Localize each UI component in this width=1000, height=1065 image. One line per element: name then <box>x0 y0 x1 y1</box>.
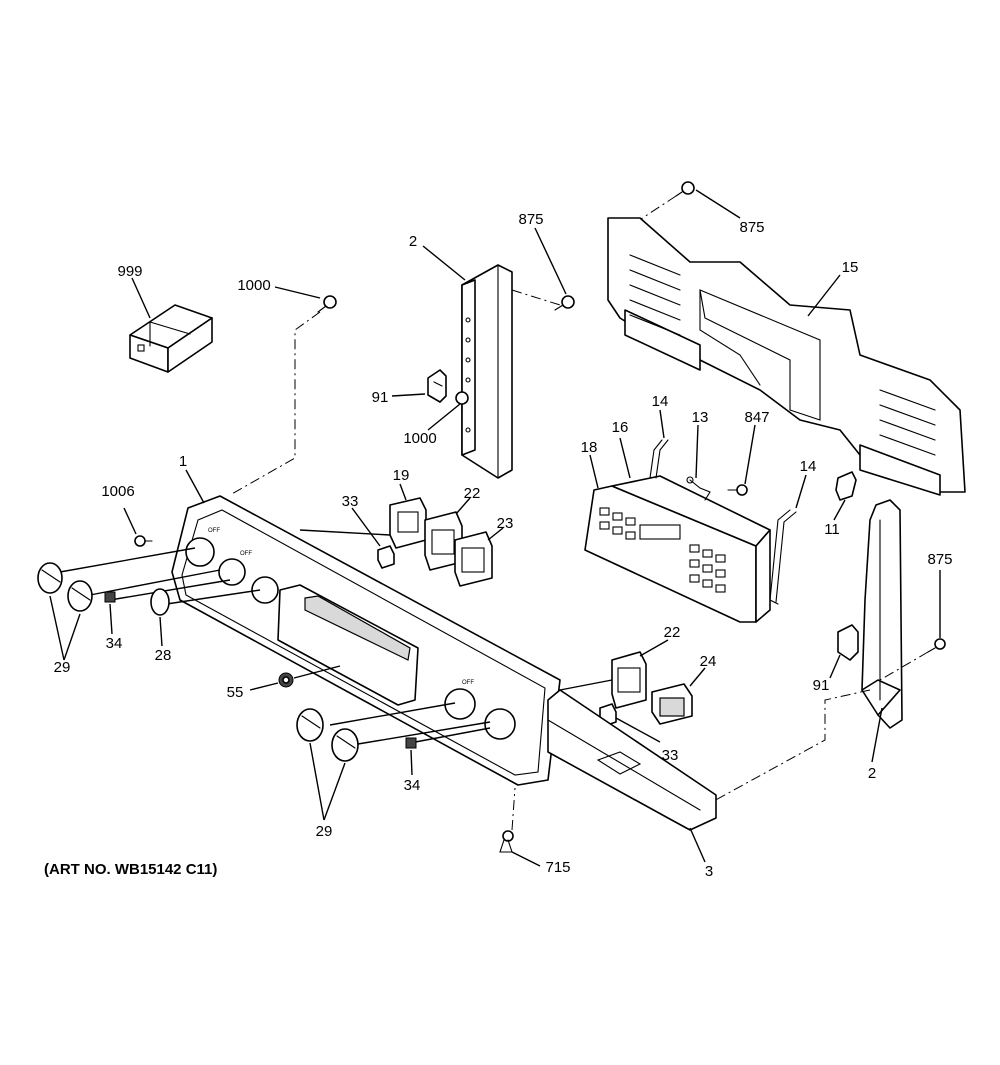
part-34-spacer-a <box>104 591 116 603</box>
callout-29-upper: 29 <box>54 659 71 676</box>
callout-91-lower: 91 <box>813 677 830 694</box>
part-29-knob-b <box>67 580 93 612</box>
callout-33-lower: 33 <box>662 747 679 764</box>
part-22-switch-lower <box>611 651 647 709</box>
callout-24: 24 <box>700 653 717 670</box>
callout-875-c: 875 <box>927 551 952 568</box>
callout-34-lower: 34 <box>404 777 421 794</box>
callout-23: 23 <box>497 515 514 532</box>
part-34-spacer-b <box>405 737 417 749</box>
callout-55: 55 <box>227 684 244 701</box>
callout-1: 1 <box>179 453 187 470</box>
part-18-control-board <box>584 475 771 623</box>
part-875-screw-b <box>675 181 695 197</box>
callout-14-a: 14 <box>652 393 669 410</box>
callout-1006: 1006 <box>101 483 134 500</box>
part-91-bracket-upper <box>427 369 447 403</box>
part-875-screw-c <box>927 638 946 653</box>
callout-19: 19 <box>393 467 410 484</box>
part-28-knob <box>150 588 170 616</box>
part-1-control-panel: OFF OFF OFF <box>171 495 561 786</box>
part-2-side-bracket-lower <box>861 499 903 729</box>
callout-33-upper: 33 <box>342 493 359 510</box>
part-55-grommet <box>278 672 294 688</box>
part-29-knob-a <box>37 562 63 594</box>
callout-1000-top: 1000 <box>237 277 270 294</box>
part-2-side-bracket-upper <box>461 264 513 479</box>
callout-15: 15 <box>842 259 859 276</box>
part-847-screw <box>727 484 748 496</box>
part-23-switch <box>454 531 493 587</box>
callout-29-lower: 29 <box>316 823 333 840</box>
part-33-switch-upper <box>377 545 395 569</box>
part-1006-screw <box>134 535 153 547</box>
part-13-wire <box>686 476 711 501</box>
callout-2-upper: 2 <box>409 233 417 250</box>
callout-2-lower: 2 <box>868 765 876 782</box>
callout-1000-lower: 1000 <box>403 430 436 447</box>
part-29-knob-c <box>296 708 324 742</box>
callout-91-upper: 91 <box>372 389 389 406</box>
art-number-caption: (ART NO. WB15142 C11) <box>44 861 217 878</box>
part-29-knob-d <box>331 728 359 762</box>
part-1000-screw-top <box>317 295 337 313</box>
part-1000-screw-lower <box>455 391 469 413</box>
part-715-screw <box>499 830 514 853</box>
callout-999: 999 <box>117 263 142 280</box>
callout-16: 16 <box>612 419 629 436</box>
part-14-harness-a <box>649 439 669 479</box>
callout-22-lower: 22 <box>664 624 681 641</box>
callout-875-b: 875 <box>739 219 764 236</box>
part-3-trim <box>547 689 717 831</box>
callout-11: 11 <box>824 521 840 538</box>
part-14-harness-b <box>769 509 797 605</box>
callout-28: 28 <box>155 647 172 664</box>
callout-34-upper: 34 <box>106 635 123 652</box>
callout-715: 715 <box>545 859 570 876</box>
callout-22-upper: 22 <box>464 485 481 502</box>
part-91-bracket-lower <box>837 624 859 661</box>
part-15-rear-panel <box>607 217 966 496</box>
callout-3: 3 <box>705 863 713 880</box>
part-999-box <box>129 304 213 373</box>
part-24-switch <box>651 683 693 725</box>
svg-text:OFF: OFF <box>462 680 474 686</box>
part-875-screw-a <box>554 295 575 311</box>
callout-18: 18 <box>581 439 598 456</box>
callout-875-a: 875 <box>518 211 543 228</box>
svg-text:OFF: OFF <box>208 528 220 534</box>
part-19-switch <box>389 497 427 549</box>
part-11-clip <box>835 471 857 501</box>
callout-14-b: 14 <box>800 458 817 475</box>
svg-text:OFF: OFF <box>240 551 252 557</box>
callout-13: 13 <box>692 409 709 426</box>
callout-847: 847 <box>744 409 769 426</box>
